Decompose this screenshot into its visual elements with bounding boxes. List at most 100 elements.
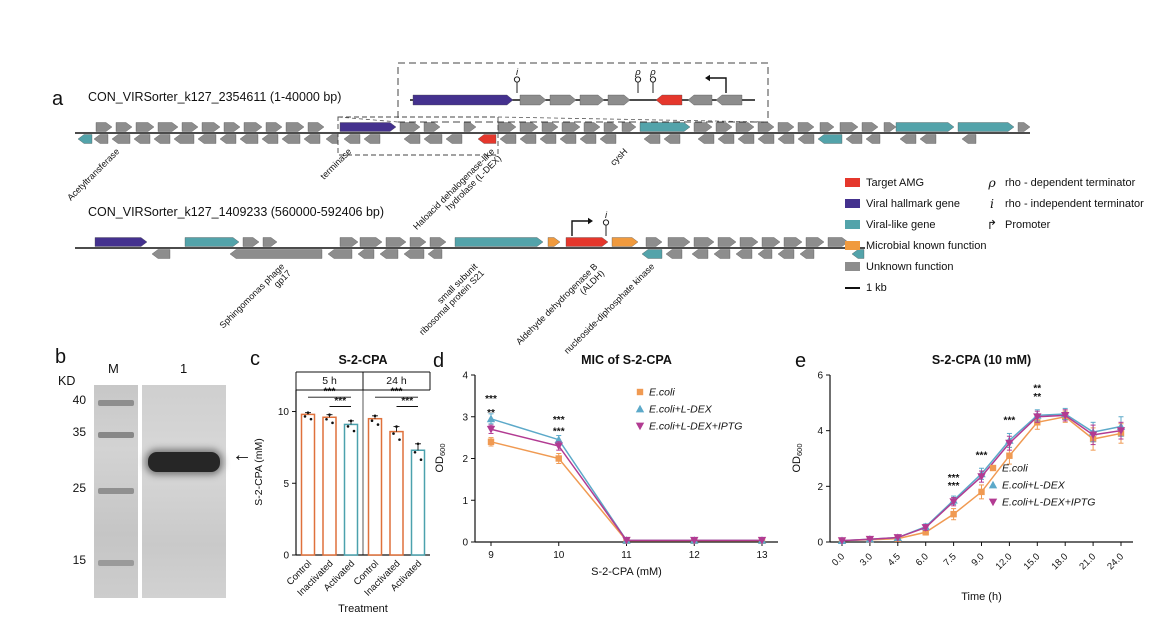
gene-arrow-g [715, 122, 733, 132]
promoter-icon: ↱ [986, 218, 998, 232]
gene-arrow-t [77, 134, 93, 144]
marker-square [922, 529, 929, 536]
legend-item: Unknown function [845, 256, 990, 277]
gene-arrow-g [739, 237, 759, 247]
promoter-arrowhead [705, 74, 710, 82]
chart-title: S-2-CPA [338, 353, 387, 367]
gene-arrow-g [687, 94, 713, 106]
gene-arrow-g [865, 134, 881, 144]
gene-arrow-g [643, 134, 661, 144]
x-tick-label: 6.0 [914, 551, 931, 568]
x-tick-label: 9 [488, 550, 494, 561]
marker-triangle-down [949, 498, 958, 506]
chart-title: MIC of S-2-CPA [581, 353, 672, 367]
significance: *** [485, 394, 497, 405]
marker-square [950, 510, 957, 518]
legend-label: Viral hallmark gene [866, 197, 960, 210]
ladder-band-25 [98, 488, 134, 494]
marker-triangle-down [988, 498, 998, 507]
gel-marker-40: 40 [72, 393, 86, 407]
y-tick-label: 10 [278, 407, 290, 418]
significance: *** [553, 415, 565, 426]
x-tick-label: 24.0 [1105, 551, 1126, 572]
legend-symbol-item: ↱Promoter [985, 214, 1165, 235]
y-tick-label: 0 [817, 538, 823, 549]
gel-lane-1-label: 1 [180, 361, 188, 376]
data-point [346, 425, 350, 428]
gene-label: nucleoside-diphosphate kinase [562, 261, 656, 355]
gene-arrow-g [403, 249, 425, 259]
data-point [398, 438, 401, 441]
gene-arrow-t [957, 122, 1015, 132]
gene-arrow-p [94, 237, 148, 247]
x-tick-label: 12 [689, 550, 701, 561]
gene-arrow-g [243, 122, 263, 132]
legend-entry: E.coli+L-DEX+IPTG [1002, 497, 1095, 509]
gene-arrow-g [777, 134, 795, 144]
band-arrow-icon: ← [232, 444, 252, 466]
terminator-label: ρ [634, 67, 641, 78]
gene-arrow-g [757, 134, 775, 144]
gene-arrow-g [242, 237, 260, 247]
gene-arrow-g [93, 134, 109, 144]
y-axis-label: OD600 [434, 443, 447, 472]
legend-swatch [845, 262, 860, 271]
legend-label: Unknown function [866, 260, 954, 273]
group-header: 5 h [322, 375, 337, 387]
y-tick-label: 4 [817, 426, 823, 437]
legend-item: Viral-like gene [845, 214, 990, 235]
x-tick-label: 12.0 [994, 551, 1015, 572]
gene-arrow-o [611, 237, 639, 247]
ladder-band-40 [98, 400, 134, 406]
x-tick-label: 3.0 [858, 551, 875, 568]
x-tick-label: 15.0 [1022, 551, 1043, 572]
gene-arrow-g [579, 134, 597, 144]
y-tick-label: 0 [462, 538, 468, 549]
gene-arrow-t [895, 122, 955, 132]
y-tick-label: 1 [462, 496, 468, 507]
gene-arrow-g [665, 249, 683, 259]
x-axis-label: S-2-CPA (mM) [591, 566, 662, 578]
legend-swatch [845, 220, 860, 229]
gene-arrow-g [757, 122, 775, 132]
significance: *** [976, 451, 988, 462]
significance: *** [401, 396, 413, 407]
x-tick-label: 10 [553, 550, 565, 561]
bar [343, 423, 359, 556]
x-tick-label: 21.0 [1077, 551, 1098, 572]
y-tick-label: 4 [462, 371, 468, 382]
panel-e-label: e [795, 350, 807, 372]
gene-arrow-g [463, 122, 477, 132]
gene-arrow-r [565, 237, 609, 247]
chart-title: S-2-CPA (10 mM) [932, 353, 1031, 367]
gene-arrow-g [223, 122, 241, 132]
gene-arrow-g [133, 134, 151, 144]
data-point [331, 421, 334, 425]
x-tick-label: 7.5 [942, 551, 959, 568]
gene-arrow-g [1017, 122, 1031, 132]
series-E-coli-L-DEX-IPTG [486, 424, 767, 545]
gene-label: Haloacid dehalogenase-likehydrolase (L-D… [411, 146, 503, 238]
y-axis-label: OD600 [791, 443, 804, 472]
y-tick-label: 6 [817, 371, 823, 382]
marker-triangle [554, 435, 563, 444]
gene-arrow-g [541, 122, 559, 132]
protein-band [148, 452, 220, 472]
marker-triangle [635, 404, 645, 413]
gene-arrow-g [883, 122, 897, 132]
gene-arrow-g [181, 122, 199, 132]
gel-marker-25: 25 [72, 481, 86, 495]
group-header: 24 h [386, 375, 407, 387]
gene-arrow-g [715, 94, 743, 106]
gene-arrow-g [559, 134, 577, 144]
gene-label: terminase [318, 146, 353, 181]
gene-arrow-g [385, 237, 407, 247]
x-axis-label: Treatment [338, 603, 388, 615]
legend-label: rho - dependent terminator [1005, 176, 1136, 189]
y-tick-label: 0 [283, 551, 289, 562]
